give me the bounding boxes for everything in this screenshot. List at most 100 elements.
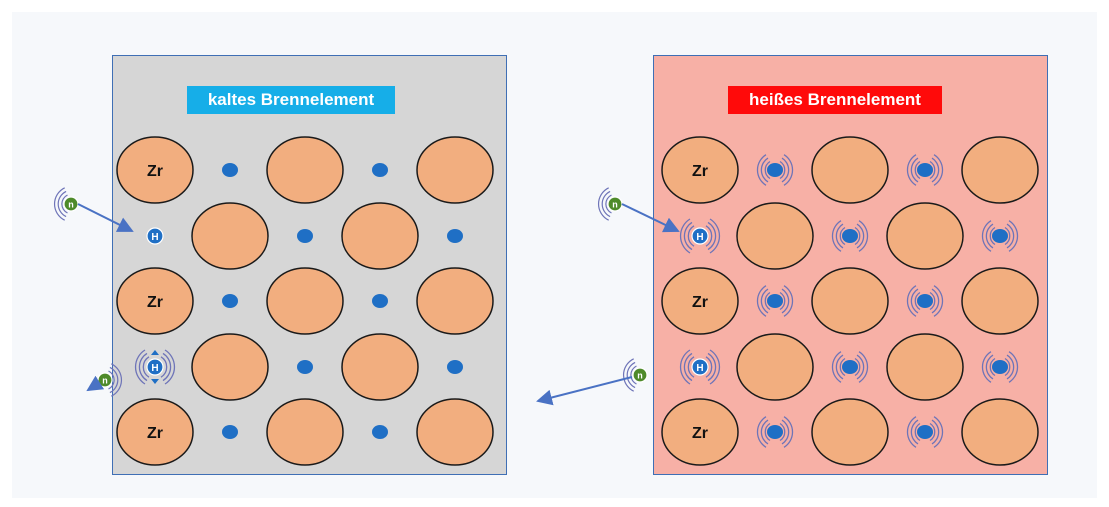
vibration-arc [756,285,767,317]
neutron-wave-arc [597,187,609,221]
zirconium-atom [191,333,269,401]
vibration-arc [687,356,695,378]
vibration-arc [933,154,944,186]
hydrogen-atom-dot [146,358,164,376]
hydrogen-atom-dot [297,229,313,243]
zirconium-label: Zr [147,294,163,311]
hydrogen-atom [297,229,313,243]
zirconium-atom-shape [736,333,814,401]
hydrogen-atom-dot [146,227,164,245]
vibration-arc [931,288,940,314]
hydrogen-atom-dot [222,294,238,308]
vibration-arc [929,160,936,180]
vibration-arc [914,160,921,180]
hydrogen-atom [831,220,869,252]
zirconium-atom-shape [416,398,494,466]
vibration-arc [929,422,936,442]
neutron-wave-arc [111,363,123,397]
hydrogen-atom-dot [992,229,1008,243]
vibration-arc [906,154,917,186]
vibration-arc [709,218,721,254]
hydrogen-atom [372,294,388,308]
vibration-arc [764,422,771,442]
vibration-arc [839,357,846,377]
zirconium-atom: Zr [661,136,739,204]
neutron-dot [632,367,648,383]
zirconium-atom-shape [886,202,964,270]
vibration-arc [1004,357,1011,377]
zirconium-atom [416,136,494,204]
vibration-down-arrow [151,379,159,384]
zirconium-atom [886,333,964,401]
hydrogen-atom-dot [447,360,463,374]
vibration-arc [989,226,996,246]
vibration-arc [756,154,767,186]
zirconium-atom-shape [266,398,344,466]
zirconium-atom-shape [266,267,344,335]
hydrogen-atom [831,351,869,383]
hydrogen-atom-dot [842,360,858,374]
vibration-arc [142,356,150,378]
hot-panel-title: heißes Brennelement [728,86,942,114]
vibration-arc [781,157,790,183]
vibration-arc [1008,351,1019,383]
vibration-arc [858,220,869,252]
hydrogen-atom-dot [917,163,933,177]
hydrogen-atom [756,154,794,186]
neutron-wave-arc [601,190,611,218]
neutron-label: n [637,371,643,381]
vibration-arc [683,221,693,251]
vibration-arc [839,226,846,246]
zirconium-label: Zr [692,294,708,311]
vibration-arc [835,223,844,249]
outgoing-neutron-arrow [536,376,633,406]
zirconium-atom-shape [116,267,194,335]
hydrogen-atom-labelled: H [134,349,176,385]
zirconium-atom-shape [961,398,1039,466]
vibration-arc [781,419,790,445]
vibration-arc [989,357,996,377]
zirconium-atom [961,267,1039,335]
hydrogen-atom-dot [372,163,388,177]
zirconium-atom [736,333,814,401]
zirconium-atom-shape [116,398,194,466]
neutron: n [622,358,648,392]
zirconium-atom: Zr [661,398,739,466]
vibration-arc [910,288,919,314]
vibration-arc [160,356,168,378]
vibration-arc [679,349,691,385]
hydrogen-atom-dot [992,360,1008,374]
neutron-wave-arc [605,194,612,214]
hydrogen-atom [372,163,388,177]
zirconium-atom-shape [736,202,814,270]
vibration-arc [1006,223,1015,249]
vibration-arc [760,157,769,183]
zirconium-atom: Zr [116,398,194,466]
zirconium-atom [886,202,964,270]
hydrogen-atom-dot [691,227,709,245]
vibration-arc [760,419,769,445]
vibration-arc [1008,220,1019,252]
neutron-label: n [68,200,74,210]
zirconium-atom-shape [661,398,739,466]
hydrogen-atom [222,425,238,439]
zirconium-atom [266,136,344,204]
hydrogen-atom [906,154,944,186]
vibration-arc [856,223,865,249]
neutron-label: n [102,376,108,386]
hydrogen-atom-dot [917,425,933,439]
hydrogen-atom-labelled: H [679,349,721,385]
hydrogen-atom-dot [767,294,783,308]
vibration-arc [929,291,936,311]
zirconium-atom-shape [811,136,889,204]
hydrogen-atom-dot [447,229,463,243]
zirconium-label: Zr [147,163,163,180]
zirconium-atom-shape [341,202,419,270]
zirconium-atom [341,333,419,401]
hydrogen-label: H [696,363,703,374]
zirconium-atom [341,202,419,270]
neutron: n [97,363,123,397]
hydrogen-atom-dot [372,425,388,439]
outgoing-neutron-arrow [86,375,105,392]
